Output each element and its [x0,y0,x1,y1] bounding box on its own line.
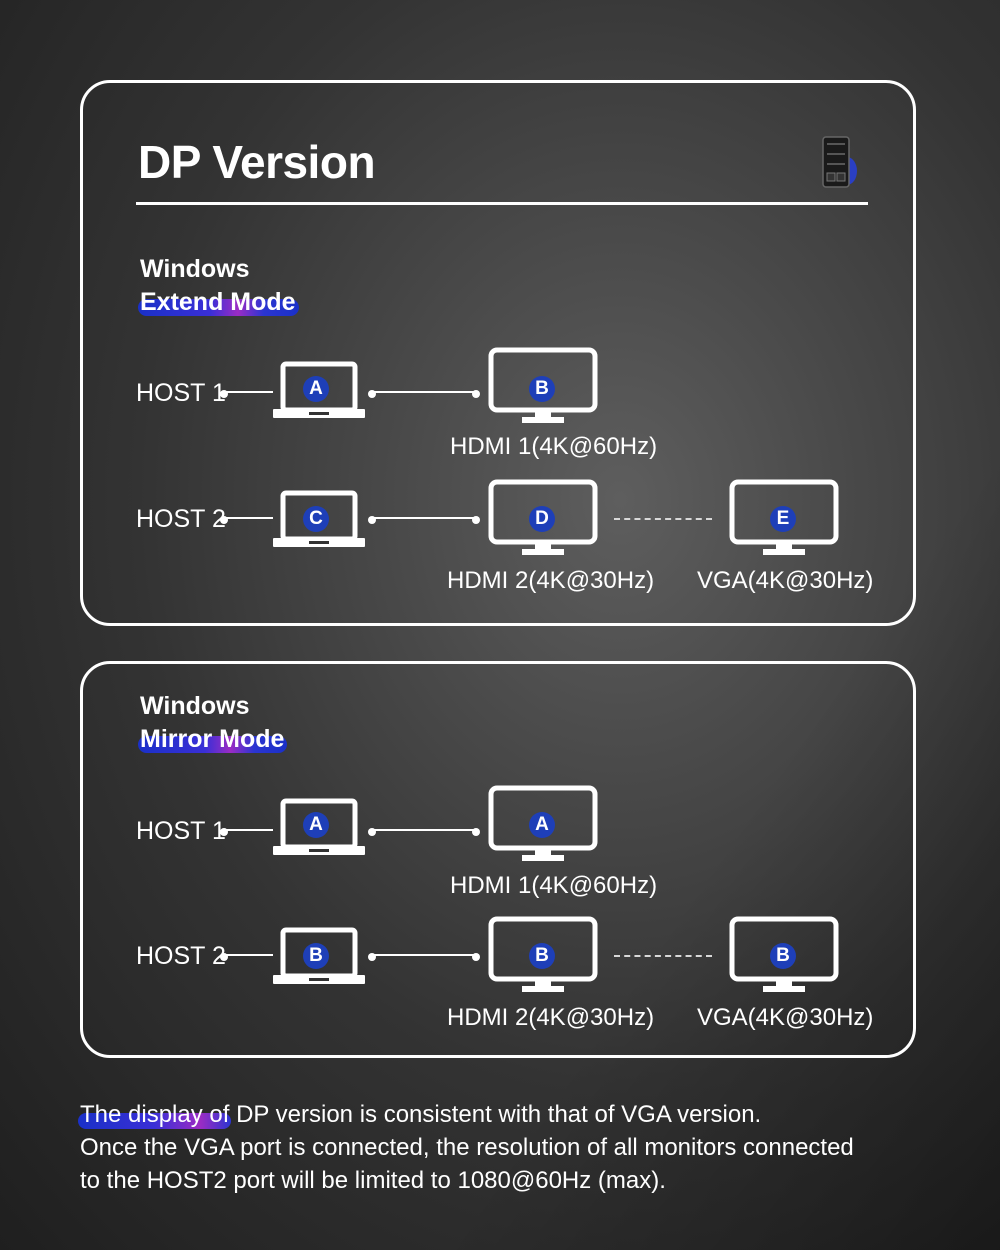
footer-line-1: The display of DP version is consistent … [78,1098,960,1131]
footer-line-3: to the HOST2 port will be limited to 108… [80,1167,666,1194]
monitor-caption: VGA(4K@30Hz) [697,1004,874,1031]
extend-mode-panel: DP Version Windows Extend Mode HOST 1 A … [80,80,916,626]
title-divider [136,202,868,205]
host2-label: HOST 2 [136,505,226,533]
monitor-caption: HDMI 1(4K@60Hz) [450,872,658,899]
connector-dot [472,516,480,524]
footer-highlight: The display of [78,1101,232,1129]
mode-label: Mirror Mode [138,723,288,756]
monitor-badge: B [529,943,555,969]
os-label: Windows [140,255,250,283]
host2-label: HOST 2 [136,942,226,970]
monitor-badge: D [529,506,555,532]
laptop-badge: B [303,943,329,969]
monitor-icon [729,479,839,555]
connector-dot [472,390,480,398]
laptop-badge: A [303,812,329,838]
mirror-mode-heading: Windows Mirror Mode [138,690,288,756]
page-title: DP Version [138,136,376,188]
host2-cable [225,954,273,956]
connector-dot [220,828,228,836]
laptop-icon [273,490,365,547]
host2-cable [225,517,273,519]
monitor-badge: B [529,376,555,402]
monitor-caption: HDMI 2(4K@30Hz) [447,567,655,594]
host1-cable [225,829,273,831]
laptop-icon [273,798,365,855]
laptop-badge: A [303,376,329,402]
monitor-badge: E [770,506,796,532]
hdmi1-cable [372,391,476,393]
extend-mode-heading: Windows Extend Mode [138,253,299,319]
daisy-chain-link [614,518,712,520]
daisy-chain-link [614,955,712,957]
mirror-mode-panel: Windows Mirror Mode HOST 1 A A HDMI 1(4K… [80,661,916,1058]
host1-label: HOST 1 [136,817,226,845]
footer-note: The display of DP version is consistent … [78,1098,960,1197]
monitor-badge: A [529,812,555,838]
monitor-badge: B [770,943,796,969]
os-label: Windows [140,692,250,720]
host1-label: HOST 1 [136,379,226,407]
connector-dot [368,828,376,836]
hdmi2-cable [372,954,476,956]
monitor-icon [488,785,598,861]
connector-dot [472,953,480,961]
laptop-icon [273,927,365,984]
connector-dot [472,828,480,836]
connector-dot [368,953,376,961]
connector-dot [220,516,228,524]
host1-cable [225,391,273,393]
connector-dot [220,390,228,398]
footer-line-2: Once the VGA port is connected, the reso… [80,1134,854,1161]
monitor-icon [488,479,598,555]
monitor-icon [488,347,598,423]
connector-dot [368,390,376,398]
monitor-caption: HDMI 2(4K@30Hz) [447,1004,655,1031]
monitor-icon [729,916,839,992]
kvm-switch-icon [822,136,857,188]
monitor-caption: HDMI 1(4K@60Hz) [450,433,658,460]
laptop-badge: C [303,506,329,532]
mode-label: Extend Mode [138,286,299,319]
hdmi2-cable [372,517,476,519]
laptop-icon [273,361,365,418]
hdmi1-cable [372,829,476,831]
monitor-icon [488,916,598,992]
connector-dot [368,516,376,524]
connector-dot [220,953,228,961]
monitor-caption: VGA(4K@30Hz) [697,567,874,594]
